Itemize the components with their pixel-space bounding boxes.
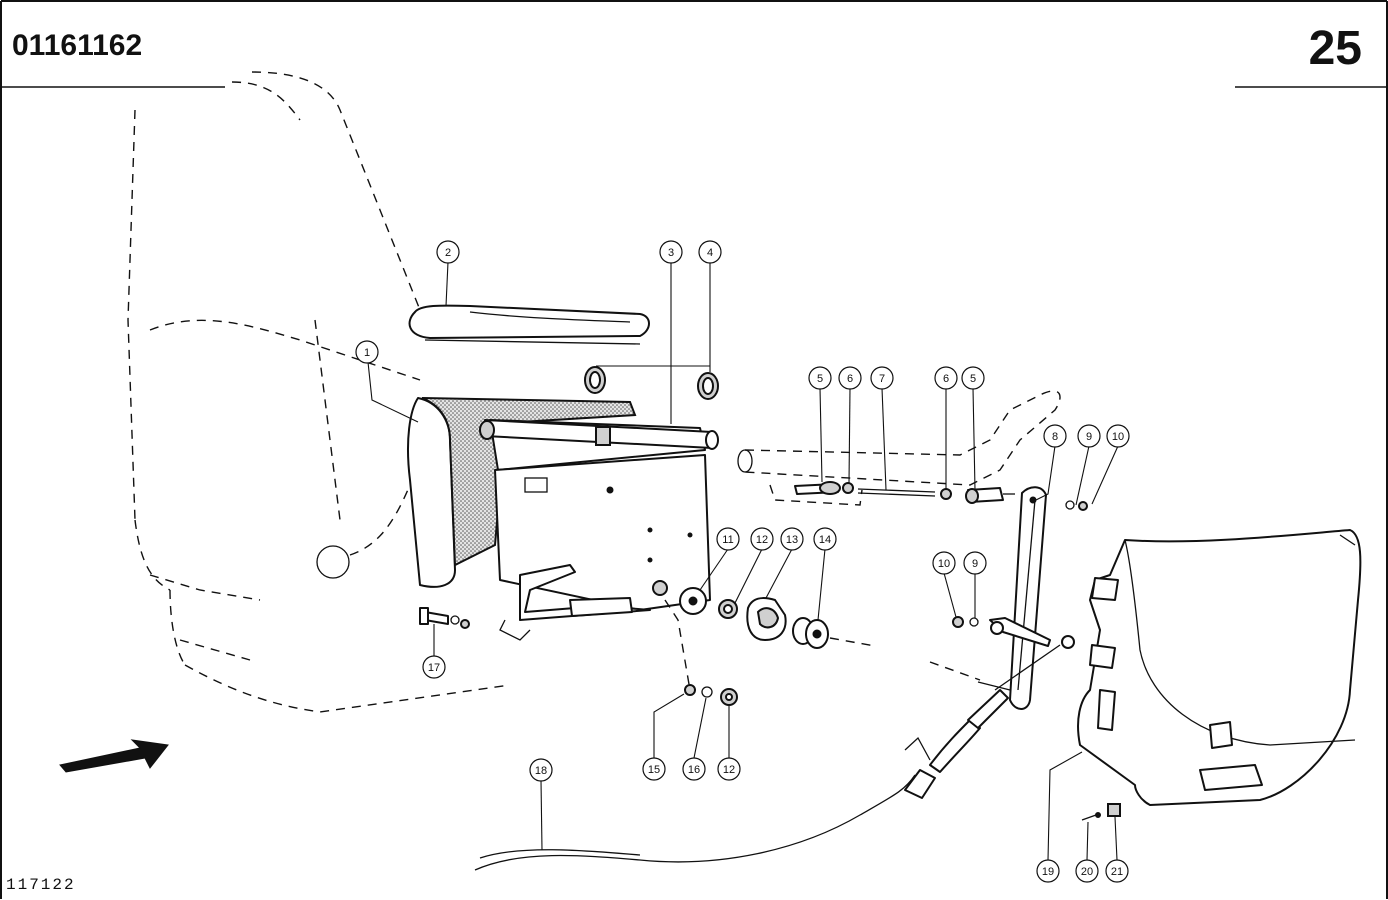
callout-4: 4 — [698, 240, 722, 264]
svg-text:14: 14 — [819, 534, 831, 546]
side-cover-panel — [1077, 529, 1362, 806]
svg-text:8: 8 — [1052, 431, 1058, 443]
callout-13: 13 — [780, 527, 804, 551]
svg-text:13: 13 — [786, 534, 798, 546]
svg-text:6: 6 — [943, 373, 949, 385]
seat-outline-dashed — [127, 71, 511, 713]
seat-knob — [316, 545, 350, 579]
svg-text:4: 4 — [707, 247, 713, 259]
svg-text:5: 5 — [970, 373, 976, 385]
callout-7: 7 — [870, 366, 894, 390]
armrest-cushion — [408, 304, 650, 345]
callout-19: 19 — [1036, 859, 1060, 883]
bushing-pair — [584, 366, 719, 400]
callout-3: 3 — [659, 240, 683, 264]
svg-text:15: 15 — [648, 764, 660, 776]
svg-text:7: 7 — [879, 373, 885, 385]
screw-set — [419, 607, 470, 629]
pin-washer-set — [794, 481, 1015, 504]
callout-12b: 12 — [717, 757, 741, 781]
callout-10b: 10 — [932, 551, 956, 575]
svg-text:12: 12 — [756, 534, 768, 546]
svg-text:5: 5 — [817, 373, 823, 385]
lever — [1009, 486, 1088, 710]
direction-arrow — [59, 739, 169, 773]
callout-15: 15 — [642, 757, 666, 781]
callout-18: 18 — [529, 758, 553, 782]
callout-5b: 5 — [961, 366, 985, 390]
tube-outline-dashed — [737, 390, 1061, 506]
callout-16: 16 — [682, 757, 706, 781]
pivot-hardware — [679, 587, 876, 649]
svg-text:19: 19 — [1042, 866, 1054, 878]
screw-and-clip — [1081, 803, 1121, 821]
part-number: 01161162 — [12, 29, 142, 62]
callout-2: 2 — [436, 240, 460, 264]
svg-text:10: 10 — [1112, 431, 1124, 443]
svg-text:9: 9 — [1086, 431, 1092, 443]
svg-text:21: 21 — [1111, 866, 1123, 878]
svg-text:17: 17 — [428, 662, 440, 674]
svg-text:16: 16 — [688, 764, 700, 776]
callout-6a: 6 — [838, 366, 862, 390]
page-number: 25 — [1309, 22, 1362, 75]
callout-8: 8 — [1043, 424, 1067, 448]
callout-17: 17 — [422, 655, 446, 679]
pivot-rod — [479, 419, 719, 450]
svg-text:9: 9 — [972, 558, 978, 570]
callout-5a: 5 — [808, 366, 832, 390]
control-cable — [474, 635, 1075, 871]
svg-text:20: 20 — [1081, 866, 1093, 878]
callout-9a: 9 — [1077, 424, 1101, 448]
callout-21: 21 — [1105, 859, 1129, 883]
lower-washers — [929, 616, 1051, 691]
callout-6b: 6 — [934, 366, 958, 390]
drawing-code: 117122 — [6, 876, 76, 894]
callout-1: 1 — [355, 340, 379, 364]
callout-leaders — [367, 261, 1119, 861]
callout-9b: 9 — [963, 551, 987, 575]
lower-nut-set — [664, 599, 738, 706]
callout-11: 11 — [716, 527, 740, 551]
svg-text:10: 10 — [938, 558, 950, 570]
svg-text:3: 3 — [668, 247, 674, 259]
callout-10a: 10 — [1106, 424, 1130, 448]
svg-text:11: 11 — [722, 534, 733, 546]
svg-text:1: 1 — [364, 347, 370, 359]
callout-20: 20 — [1075, 859, 1099, 883]
callout-14: 14 — [813, 527, 837, 551]
svg-text:6: 6 — [847, 373, 853, 385]
svg-text:18: 18 — [535, 765, 547, 777]
svg-text:2: 2 — [445, 247, 451, 259]
callouts: 1 2 3 4 5 6 7 6 5 8 9 10 11 12 13 14 10 … — [355, 240, 1130, 883]
callout-12a: 12 — [750, 527, 774, 551]
svg-text:12: 12 — [723, 764, 735, 776]
